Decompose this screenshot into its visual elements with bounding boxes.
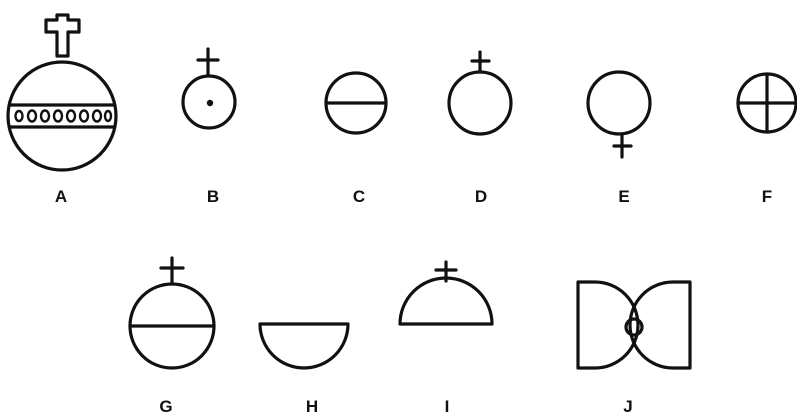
label-b: B (207, 187, 219, 206)
symbol-h-bowl-icon (260, 324, 348, 368)
symbol-i-dome-cross-icon (400, 262, 492, 324)
symbol-d-circle-cross-icon (449, 52, 511, 134)
label-f: F (762, 187, 772, 206)
symbol-c-circle-bar-icon (326, 73, 386, 133)
symbol-a-orb-icon (8, 15, 116, 170)
symbol-b-circle-dot-cross-icon (183, 49, 235, 128)
label-j: J (623, 397, 632, 415)
label-a: A (55, 187, 67, 206)
label-e: E (618, 187, 629, 206)
label-c: C (353, 187, 365, 206)
label-h: H (306, 397, 318, 415)
symbol-f-quartered-circle-icon (738, 74, 796, 132)
symbol-e-circle-cross-below-icon (588, 72, 650, 157)
label-i: I (445, 397, 450, 415)
label-d: D (475, 187, 487, 206)
symbol-g-circle-bar-cross-icon (130, 258, 214, 368)
symbol-j-hourglass-icon (578, 282, 690, 368)
label-g: G (159, 397, 172, 415)
